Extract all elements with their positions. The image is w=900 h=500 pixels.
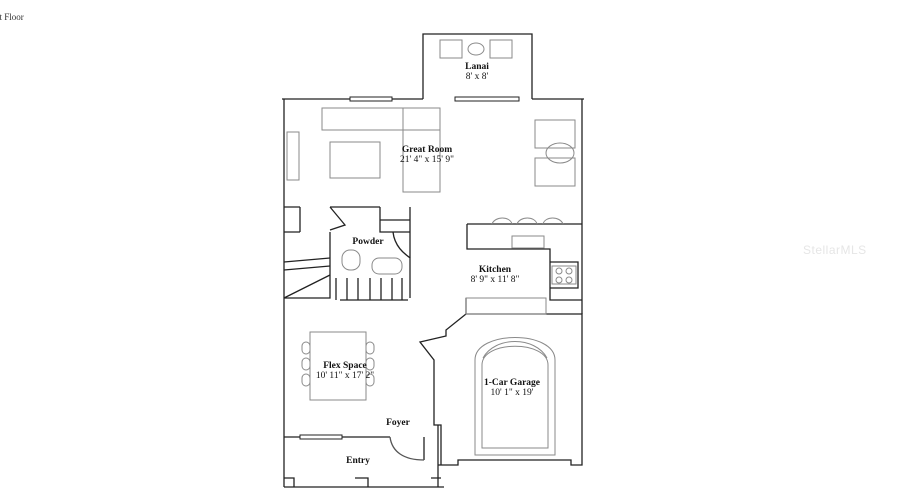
- room-name: Kitchen: [478, 265, 512, 275]
- room-label-great-room: Great Room 21' 4" x 15' 9": [400, 145, 454, 165]
- room-dimensions: 8' 9" x 11' 8": [470, 275, 520, 285]
- room-name: Entry: [346, 456, 370, 466]
- room-name: Foyer: [386, 418, 410, 428]
- room-label-entry: Entry: [346, 456, 370, 466]
- room-dimensions: 8' x 8': [465, 72, 489, 82]
- walls: [282, 33, 584, 488]
- room-dimensions: 21' 4" x 15' 9": [400, 155, 454, 165]
- watermark: StellarMLS: [803, 243, 867, 257]
- room-name: Lanai: [465, 62, 489, 72]
- room-name: 1-Car Garage: [483, 378, 541, 388]
- room-name: Great Room: [401, 145, 453, 155]
- room-label-powder: Powder: [352, 237, 383, 247]
- windows: [299, 96, 520, 440]
- room-label-flex-space: Flex Space 10' 11" x 17' 2": [316, 361, 374, 381]
- room-name: Flex Space: [323, 361, 367, 371]
- room-name: Powder: [352, 237, 384, 247]
- floor-label: st Floor: [0, 12, 24, 22]
- room-dimensions: 10' 1" x 19': [490, 388, 534, 398]
- room-label-kitchen: Kitchen 8' 9" x 11' 8": [471, 265, 520, 285]
- room-dimensions: 10' 11" x 17' 2": [315, 371, 375, 381]
- room-label-garage: 1-Car Garage 10' 1" x 19': [484, 378, 540, 398]
- room-label-foyer: Foyer: [386, 418, 410, 428]
- room-label-lanai: Lanai 8' x 8': [465, 62, 489, 82]
- furniture: [286, 39, 577, 456]
